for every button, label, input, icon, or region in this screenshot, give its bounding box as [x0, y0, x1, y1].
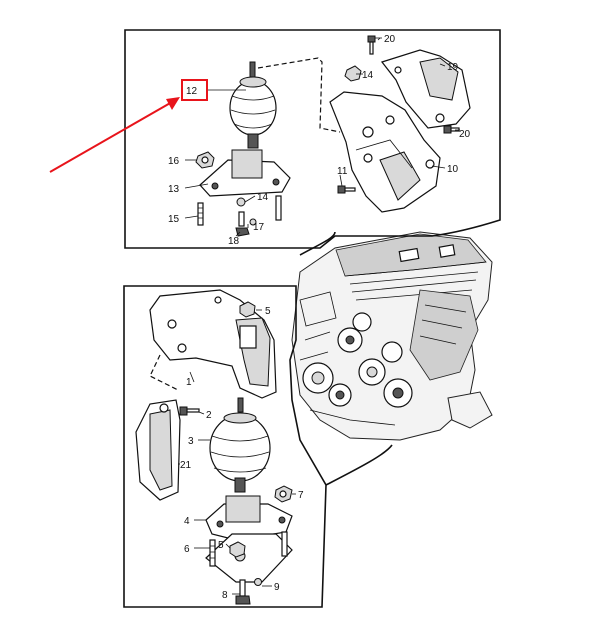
- bolt-11: [337, 185, 356, 194]
- engine-bracket-10: [329, 91, 441, 213]
- label-15: 15: [168, 214, 180, 225]
- nut-7: [274, 485, 293, 503]
- dashed-guide-bottom-1: [149, 354, 179, 391]
- label-21: 21: [180, 460, 192, 471]
- label-1: 1: [186, 377, 192, 388]
- label-2: 2: [206, 410, 212, 421]
- top-panel-frame: [124, 29, 501, 249]
- label-10: 10: [447, 164, 459, 175]
- dashed-guide-top: [257, 57, 341, 133]
- bolt-8: [235, 579, 251, 605]
- stud-6: [209, 531, 288, 567]
- washer-nut-14-17-18: [235, 197, 257, 237]
- nut-5-top: [239, 301, 256, 318]
- support-bracket-19: [380, 49, 471, 129]
- engine-bracket-1: [149, 289, 277, 399]
- label-9: 9: [274, 582, 280, 593]
- bolt-2: [179, 406, 200, 416]
- engine-mount-3: [209, 397, 271, 493]
- nut-14-top: [344, 65, 362, 82]
- connector-curve-bottom: [325, 444, 393, 486]
- mount-bracket-4: [205, 495, 293, 541]
- nut-16: [195, 151, 215, 169]
- label-11: 11: [337, 166, 348, 177]
- label-18: 18: [228, 236, 240, 247]
- engine-illustration: [291, 231, 493, 441]
- label-20a: 20: [384, 34, 396, 45]
- stud-15: [197, 195, 282, 226]
- nut-5-bottom: [229, 541, 246, 558]
- highlight-arrow: [49, 97, 180, 173]
- washer-9: [254, 578, 262, 586]
- label-6: 6: [184, 544, 190, 555]
- label-14b: 14: [257, 192, 269, 203]
- bolt-20b: [443, 125, 460, 134]
- highlight-box: [181, 79, 208, 101]
- label-12: 12: [186, 86, 198, 97]
- label-8: 8: [222, 590, 228, 601]
- label-16: 16: [168, 156, 180, 167]
- engine-mount-12: [229, 61, 277, 149]
- mount-bracket-13: [199, 149, 291, 197]
- connector-curve-top: [299, 231, 336, 256]
- top-panel: 12 20 14 19 20 16 10 11 13 14 15 17 18: [124, 29, 501, 249]
- label-20b: 20: [459, 129, 471, 140]
- label-3: 3: [188, 436, 194, 447]
- label-14a: 14: [362, 70, 374, 81]
- bolt-20a: [367, 35, 376, 55]
- label-7: 7: [298, 490, 304, 501]
- bracket-21: [135, 399, 181, 501]
- bottom-panel: 5 1 2 3 21 7 4 6 5 8 9: [123, 285, 327, 608]
- label-19: 19: [447, 62, 459, 73]
- label-5a: 5: [265, 306, 271, 317]
- label-4: 4: [184, 516, 190, 527]
- label-5b: 5: [218, 540, 224, 551]
- label-13: 13: [168, 184, 180, 195]
- label-17: 17: [253, 222, 265, 233]
- bottom-panel-frame: [123, 285, 327, 608]
